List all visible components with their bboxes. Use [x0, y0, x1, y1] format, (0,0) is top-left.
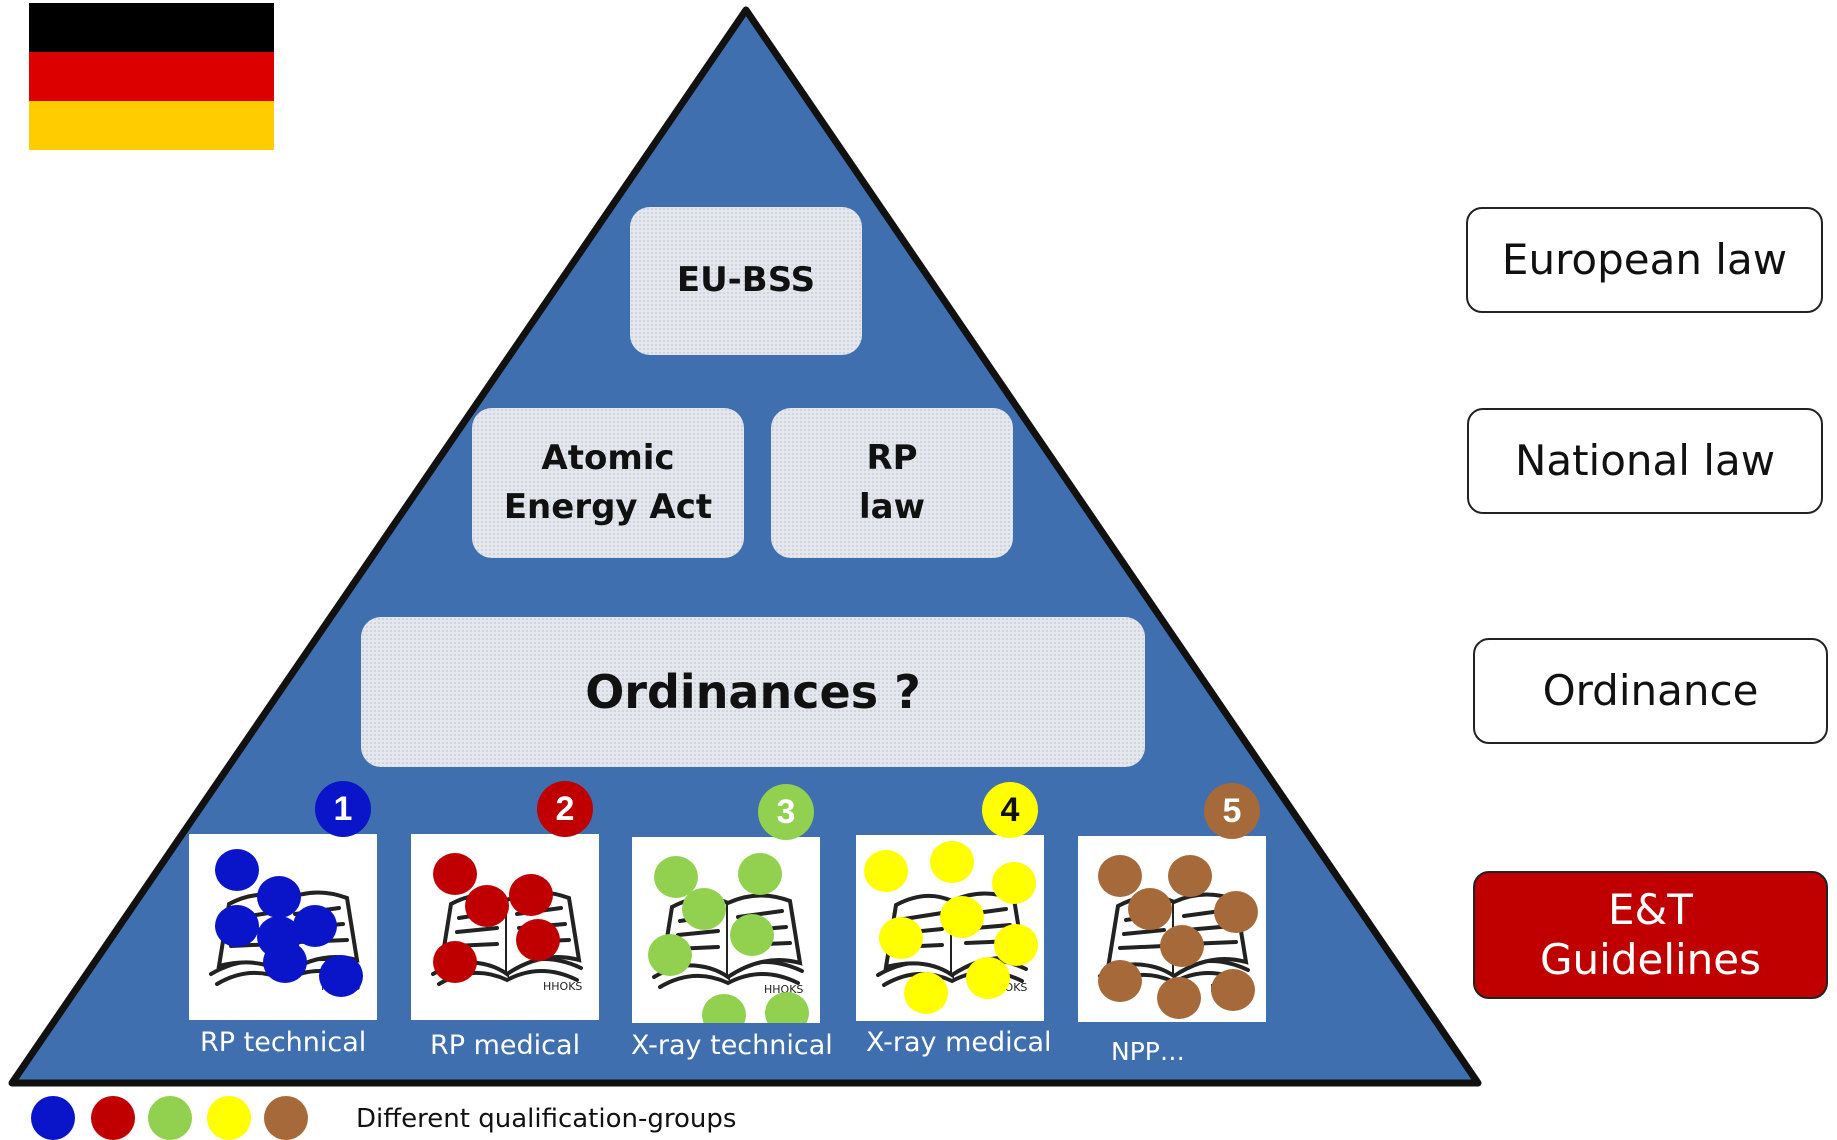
atomic-energy-act-line1: Atomic [541, 437, 675, 478]
group-dot [465, 885, 509, 927]
group-dot [1160, 925, 1204, 967]
atomic-energy-act-box: Atomic Energy Act [472, 408, 744, 558]
group-dot [1098, 855, 1142, 897]
legend-dot-green [148, 1096, 192, 1140]
group-number-badge: 2 [537, 781, 593, 837]
group-dot [215, 905, 259, 947]
group-number-badge: 1 [315, 781, 371, 837]
group-dot [738, 853, 782, 895]
group-dot [864, 850, 908, 892]
group-dot [654, 856, 698, 898]
group-card-xray-medical: HHOKS [856, 835, 1044, 1021]
eu-bss-box: EU-BSS [630, 207, 862, 355]
level-national-law: National law [1467, 408, 1823, 514]
group-dot [682, 888, 726, 930]
group-dot [433, 853, 477, 895]
book-icon: HHOKS [648, 853, 809, 1023]
group-dot [1128, 888, 1172, 930]
group-dot [257, 876, 301, 918]
group-dot [765, 992, 809, 1023]
group-number-badge: 5 [1204, 783, 1260, 839]
legend-dot-red [91, 1096, 135, 1140]
group-dot [1211, 969, 1255, 1011]
group-dot [930, 841, 974, 883]
germany-flag-icon [29, 3, 274, 150]
group-dot [1168, 855, 1212, 897]
group-dot [730, 914, 774, 956]
level-european-law-label: European law [1501, 234, 1788, 284]
group-dot [263, 941, 307, 983]
legend-dot-brown [264, 1096, 308, 1140]
group-dot [879, 917, 923, 959]
level-ordinance: Ordinance [1473, 638, 1828, 744]
group-caption-5: NPP… [1111, 1037, 1185, 1066]
level-national-law-label: National law [1514, 435, 1776, 485]
level-european-law: European law [1466, 207, 1823, 313]
legend-dot-yellow [207, 1096, 251, 1140]
legend-dot-blue [31, 1096, 75, 1140]
group-dot [992, 862, 1036, 904]
ordinances-box: Ordinances ? [361, 617, 1145, 767]
flag-stripe-black [29, 3, 274, 52]
group-dot [215, 849, 259, 891]
book-icon: HHOKS [1098, 855, 1258, 1019]
rp-law-line1: RP [866, 437, 918, 478]
book-icon: HHOKS [431, 853, 583, 993]
group-dot [1098, 960, 1142, 1002]
level-et-guidelines-line2: Guidelines [1539, 935, 1761, 984]
group-dot [702, 994, 746, 1023]
atomic-energy-act-line2: Energy Act [503, 487, 713, 527]
legend-label: Different qualification-groups [356, 1104, 737, 1134]
group-number-badge: 4 [982, 782, 1038, 838]
group-dot [319, 955, 363, 997]
flag-stripe-red [29, 52, 274, 101]
group-card-xray-technical: HHOKS [632, 837, 820, 1023]
book-icon: HHOKS [209, 849, 363, 997]
book-icon: HHOKS [864, 841, 1038, 1014]
group-number-badge: 3 [758, 784, 814, 840]
group-dot [433, 941, 477, 983]
group-dot [509, 874, 553, 916]
level-ordinance-label: Ordinance [1542, 665, 1759, 715]
group-dot [994, 924, 1038, 966]
group-dot [904, 972, 948, 1014]
group-dot [516, 919, 560, 961]
level-et-guidelines: E&T Guidelines [1473, 871, 1828, 999]
eu-bss-label: EU-BSS [676, 260, 816, 301]
group-dot [648, 934, 692, 976]
group-dot [1214, 891, 1258, 933]
group-caption-1: RP technical [200, 1027, 367, 1058]
group-card-rp-technical: HHOKS [189, 834, 377, 1020]
level-et-guidelines-line1: E&T [1608, 884, 1693, 934]
group-dot [293, 905, 337, 947]
flag-stripe-gold [29, 101, 274, 150]
group-card-npp: HHOKS [1078, 836, 1266, 1022]
group-caption-4: X-ray medical [866, 1027, 1052, 1058]
group-caption-3: X-ray technical [631, 1030, 833, 1061]
group-caption-2: RP medical [430, 1030, 581, 1061]
ordinances-label: Ordinances ? [585, 664, 921, 719]
group-dot [1157, 977, 1201, 1019]
svg-text:HHOKS: HHOKS [764, 983, 803, 996]
rp-law-box: RP law [771, 408, 1013, 558]
group-dot [940, 896, 984, 938]
svg-text:HHOKS: HHOKS [543, 980, 582, 993]
group-card-rp-medical: HHOKS [411, 834, 599, 1020]
group-dot [966, 957, 1010, 999]
rp-law-line2: law [858, 487, 925, 527]
